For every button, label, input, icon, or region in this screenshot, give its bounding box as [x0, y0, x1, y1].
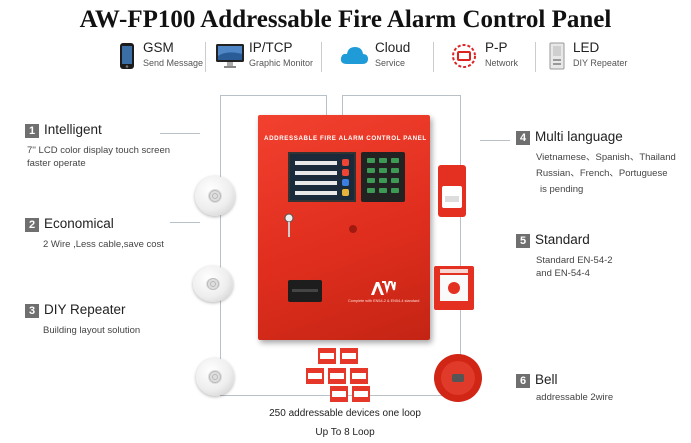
label-number: 4 [516, 131, 530, 145]
label-desc: and EN-54-4 [536, 268, 590, 279]
divider [535, 42, 536, 72]
label-name: DIY Repeater [44, 302, 126, 317]
panel-note: Complete with EN54-2 & EN54-4 standard [348, 299, 420, 303]
feature-sub: Service [375, 58, 406, 68]
strobe-siren [438, 165, 466, 217]
lcd-screen [288, 152, 356, 202]
printer [288, 280, 322, 302]
feature-name: P-P [485, 40, 508, 55]
label-desc: faster operate [27, 158, 86, 169]
key-icon [284, 213, 294, 237]
feature-bar: GSM Send Message IP/TCP Graphic Monitor … [115, 40, 635, 74]
fire-bell [434, 354, 482, 402]
label-name: Intelligent [44, 122, 102, 137]
divider [433, 42, 434, 72]
label-desc: 2 Wire ,Less cable,save cost [43, 239, 164, 250]
wire [220, 95, 326, 96]
feature-sub: Graphic Monitor [249, 58, 314, 68]
divider [321, 42, 322, 72]
heat-detector [193, 266, 233, 302]
label-desc: Standard EN-54-2 [536, 255, 613, 266]
label-name: Multi language [535, 129, 623, 144]
loop-count-text: Up To 8 Loop [315, 427, 375, 438]
wire [342, 95, 343, 115]
label-desc: is pending [540, 184, 584, 195]
monitor-icon [216, 44, 244, 68]
feature-sub: Network [485, 58, 519, 68]
divider [205, 42, 206, 72]
button-pad [361, 152, 405, 202]
speaker [349, 225, 357, 233]
label-name: Economical [44, 216, 114, 231]
wire [326, 95, 327, 115]
label-number: 3 [25, 304, 39, 318]
label-name: Standard [535, 232, 590, 247]
feature-sub: Send Message [143, 58, 204, 68]
wire [460, 95, 461, 395]
smartphone-icon [120, 43, 134, 69]
label-desc: Building layout solution [43, 325, 141, 336]
label-number: 5 [516, 234, 530, 248]
cloud-icon [340, 47, 368, 64]
label-number: 1 [25, 124, 39, 138]
feature-name: LED [573, 40, 600, 55]
wire [170, 222, 200, 223]
wire [220, 95, 221, 395]
label-desc: Vietnamese、Spanish、Thailand [536, 152, 676, 163]
label-desc: addressable 2wire [536, 392, 614, 403]
label-number: 6 [516, 374, 530, 388]
wire [480, 140, 510, 141]
page-title: AW-FP100 Addressable Fire Alarm Control … [79, 6, 612, 33]
feature-name: GSM [143, 40, 174, 55]
wire [160, 133, 200, 134]
label-desc: Russian、French、Portuguese [536, 168, 668, 179]
label-number: 2 [25, 218, 39, 232]
manual-call-point [434, 266, 474, 310]
loop-capacity-text: 250 addressable devices one loop [269, 408, 421, 419]
input-output-modules [306, 348, 370, 402]
feature-name: IP/TCP [249, 40, 293, 55]
panel-header: ADDRESSABLE FIRE ALARM CONTROL PANEL [264, 135, 427, 142]
repeater-icon [549, 42, 565, 70]
brand-logo [371, 281, 396, 295]
control-panel: ADDRESSABLE FIRE ALARM CONTROL PANEL Com… [258, 115, 430, 340]
feature-sub: DIY Repeater [573, 58, 628, 68]
network-icon [452, 44, 476, 68]
label-desc: 7'' LCD color display touch screen [27, 145, 171, 156]
smoke-detector [195, 176, 235, 216]
label-name: Bell [535, 372, 558, 387]
photoelectric-detector [196, 358, 234, 396]
wire [342, 95, 460, 96]
feature-name: Cloud [375, 40, 411, 55]
